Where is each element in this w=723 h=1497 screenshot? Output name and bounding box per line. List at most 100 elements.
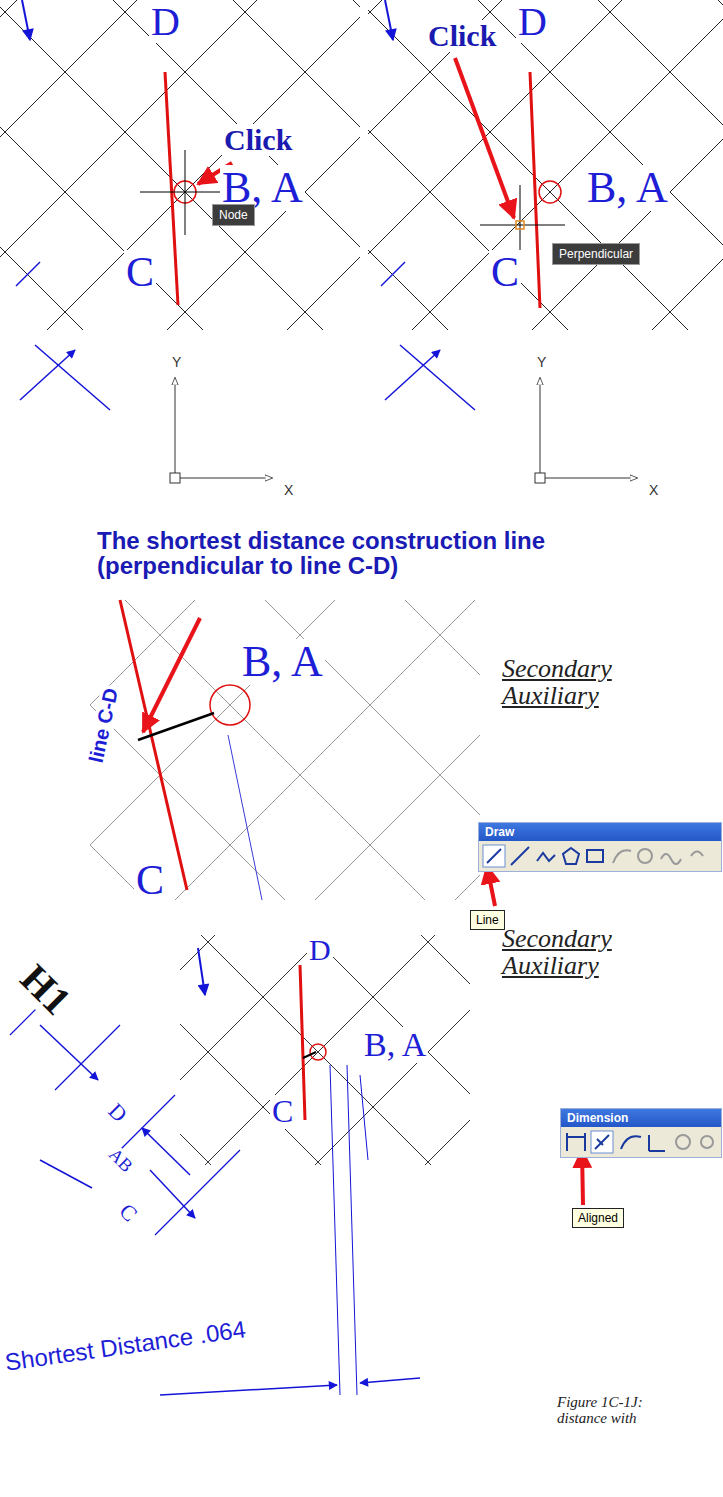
drawing-stroke	[180, 940, 470, 1165]
drawing-stroke	[0, 0, 360, 330]
drawing-stroke	[368, 0, 723, 330]
drawing-stroke	[90, 600, 480, 900]
view-title: Secondary Auxiliary	[500, 925, 632, 980]
drawing-stroke	[22, 0, 30, 40]
drawing-stroke	[368, 0, 723, 330]
drawing-stroke	[180, 935, 470, 1165]
drawing-stroke	[170, 473, 180, 483]
drawing-stroke	[385, 0, 393, 40]
drawing-stroke	[90, 600, 480, 900]
dimension-label: D	[103, 1097, 133, 1127]
drawing-stroke	[368, 0, 723, 330]
drawing-stroke	[90, 600, 480, 900]
drawing-stroke	[90, 600, 480, 900]
drawing-stroke	[180, 935, 470, 1165]
drawing-stroke	[0, 0, 360, 317]
button-tooltip: Line	[470, 910, 505, 930]
drawing-stroke	[90, 600, 480, 900]
drawing-stroke	[0, 137, 360, 330]
snap-tooltip: Node	[212, 204, 255, 226]
drawing-stroke	[0, 0, 360, 77]
drawing-stroke	[300, 965, 305, 1120]
drawing-stroke	[303, 1052, 316, 1058]
drawing-stroke	[20, 350, 75, 400]
point-label: B, A	[240, 639, 325, 685]
drawing-stroke	[210, 685, 250, 725]
drawing-stroke	[0, 0, 360, 330]
axis-label: Y	[535, 355, 548, 370]
drawing-stroke	[0, 0, 360, 330]
click-note: Click	[426, 20, 498, 52]
view-title: Secondary Auxiliary	[500, 655, 632, 710]
drawing-stroke	[40, 1160, 92, 1188]
drawing-stroke	[582, 1150, 583, 1205]
drawing-stroke	[539, 181, 561, 203]
toolbar-icons	[479, 841, 719, 871]
drawing-stroke	[368, 0, 723, 330]
drawing-stroke	[0, 0, 360, 330]
drawing-stroke	[368, 0, 723, 330]
drawing-stroke	[368, 142, 723, 330]
drawing-stroke	[0, 0, 360, 330]
point-label: B, A	[585, 165, 670, 211]
drawing-stroke	[0, 0, 360, 247]
drawing-stroke	[90, 600, 480, 900]
drawing-stroke	[180, 935, 470, 1165]
toolbar-title: Draw	[479, 823, 721, 841]
drawing-stroke	[180, 935, 470, 1165]
drawing-stroke	[165, 72, 178, 305]
drawing-stroke	[0, 0, 360, 330]
dimension-toolbar: Dimension	[560, 1108, 722, 1158]
drawing-stroke	[180, 935, 470, 1165]
drawing-stroke	[180, 935, 470, 1165]
toolbar-icons	[561, 1127, 719, 1157]
drawing-stroke	[0, 0, 360, 330]
dimension-label: AB	[104, 1144, 138, 1178]
drawing-stroke	[0, 0, 360, 330]
drawing-stroke	[180, 935, 470, 1165]
drawing-stroke	[368, 0, 723, 82]
button-tooltip: Aligned	[572, 1208, 624, 1228]
drawing-stroke	[368, 0, 723, 242]
drawing-stroke	[90, 600, 480, 900]
drawing-stroke	[455, 58, 514, 218]
drawing-stroke	[90, 600, 480, 900]
point-label: C	[124, 250, 156, 294]
drawing-stroke	[180, 1050, 470, 1165]
line-label: line C-D	[85, 684, 122, 766]
click-note: Click	[222, 124, 294, 156]
drawing-stroke	[385, 350, 440, 400]
axis-label: X	[647, 483, 660, 498]
drawing-stroke	[180, 984, 470, 1165]
drawing-stroke	[368, 0, 723, 202]
drawing-stroke	[310, 1044, 326, 1060]
drawing-stroke	[0, 0, 360, 330]
drawing-stroke	[0, 0, 360, 330]
drawing-stroke	[90, 600, 480, 900]
callout-note: The shortest distance construction line …	[95, 528, 709, 578]
drawing-stroke	[180, 935, 470, 1165]
drawing-stroke	[90, 600, 480, 835]
drawing-stroke	[40, 1025, 98, 1080]
drawing-stroke	[330, 1065, 340, 1395]
drawing-stroke	[180, 935, 470, 1165]
drawing-stroke	[368, 0, 723, 330]
drawing-stroke	[368, 0, 723, 330]
drawing-stroke	[142, 1128, 190, 1175]
drawing-stroke	[180, 935, 470, 1165]
point-label: C	[270, 1095, 295, 1129]
drawing-stroke	[90, 715, 480, 900]
drawing-stroke	[180, 935, 470, 1165]
drawing-stroke	[0, 0, 360, 330]
drawing-stroke	[368, 0, 723, 330]
drawing-stroke	[90, 600, 480, 900]
drawing-stroke	[368, 0, 723, 330]
drawing-stroke	[150, 1170, 195, 1218]
drawing-stroke	[180, 935, 470, 1120]
drawing-stroke	[0, 187, 360, 330]
drawing-stroke	[180, 935, 470, 1165]
dimension-label: C	[114, 1198, 144, 1228]
drawing-stroke	[0, 0, 360, 330]
drawing-stroke	[381, 262, 405, 286]
